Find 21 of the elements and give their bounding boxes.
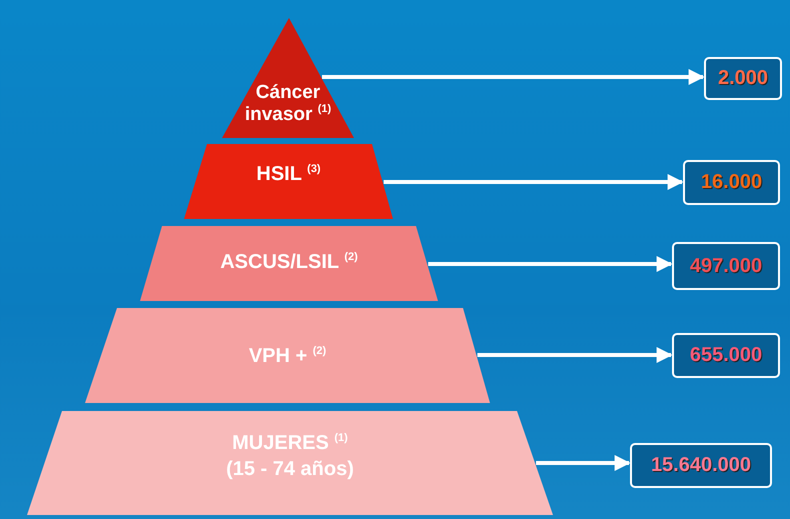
tier-label: MUJERES $^{(1)}$ xyxy=(231,432,349,454)
arrow xyxy=(477,347,673,363)
tier-label: Cáncer invasor $^{(1)}$ xyxy=(244,82,332,126)
pyramid-tier xyxy=(222,18,354,138)
arrow xyxy=(536,455,631,471)
pyramid-tier xyxy=(140,226,438,301)
arrow xyxy=(384,174,684,190)
value-box: 16.000 xyxy=(683,160,780,205)
pyramid-tier xyxy=(27,411,553,515)
tier-label: HSIL $^{(3)}$ xyxy=(255,163,322,185)
pyramid-tier xyxy=(184,144,393,219)
pyramid-tier xyxy=(85,308,490,403)
value-box: 655.000 xyxy=(672,333,780,378)
value-box: 497.000 xyxy=(672,242,780,290)
tier-label: (15 - 74 años) xyxy=(225,458,355,480)
tier-label: ASCUS/LSIL $^{(2)}$ xyxy=(219,251,359,273)
arrow xyxy=(428,256,673,272)
value-box: 2.000 xyxy=(704,57,782,100)
tier-label: VPH + $^{(2)}$ xyxy=(248,345,328,367)
value-box: 15.640.000 xyxy=(630,443,772,488)
arrow xyxy=(322,69,705,85)
